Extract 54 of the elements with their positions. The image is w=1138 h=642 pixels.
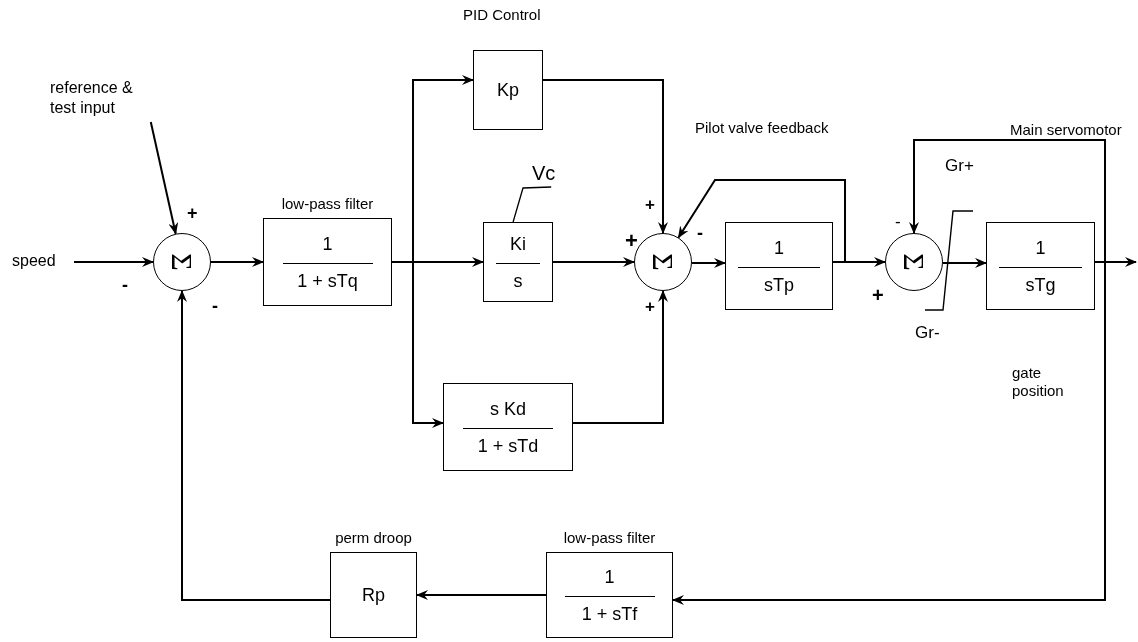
signal-arrow xyxy=(210,257,264,267)
denominator: sTg xyxy=(1025,273,1056,296)
block-term: Kp xyxy=(497,79,519,101)
signal-arrow xyxy=(416,590,547,600)
annotation-label: - xyxy=(697,224,703,242)
annotation-label: + xyxy=(872,286,884,304)
annotation-label: - xyxy=(122,276,128,294)
signal-label: reference & test input xyxy=(50,78,162,118)
signal-arrow xyxy=(672,261,1106,605)
denominator: 1 + sTf xyxy=(581,602,638,625)
numerator: s Kd xyxy=(490,397,526,420)
signal-arrow xyxy=(942,257,987,268)
block-heading: perm droop xyxy=(335,528,412,548)
block-term: Rp xyxy=(362,584,385,606)
signal-arrow xyxy=(149,121,179,235)
signal-arrow xyxy=(542,79,668,234)
numerator: 1 xyxy=(1035,236,1046,259)
signal-label: speed xyxy=(12,251,74,271)
annotation-label: PID Control xyxy=(463,6,541,24)
denominator: 1 + sTq xyxy=(297,269,358,292)
annotation-label: Gr- xyxy=(915,324,940,342)
signal-arrow xyxy=(552,257,635,267)
sigma-symbol: Σ xyxy=(899,253,929,271)
denominator: s xyxy=(513,269,523,292)
annotation-label: Gr+ xyxy=(945,157,974,175)
leader-line xyxy=(512,186,552,223)
signal-arrow xyxy=(832,257,886,267)
numerator: 1 xyxy=(322,232,333,255)
signal-arrow xyxy=(677,179,846,263)
signal-arrow xyxy=(73,257,154,267)
annotation-label: + xyxy=(625,232,638,250)
numerator: 1 xyxy=(604,565,615,588)
sigma-symbol: Σ xyxy=(648,253,678,271)
annotation-label: + xyxy=(187,204,198,222)
signal-arrow xyxy=(572,290,668,424)
annotation-label: - xyxy=(212,297,218,315)
annotation-label: + xyxy=(645,196,655,214)
annotation-label: Main servomotor xyxy=(1010,121,1122,139)
signal-arrow xyxy=(909,139,1106,263)
signal-arrow xyxy=(691,258,726,268)
denominator: 1 + sTd xyxy=(477,434,539,457)
numerator: Ki xyxy=(510,232,526,255)
sigma-symbol: Σ xyxy=(167,253,197,271)
annotation-label: gate position xyxy=(1012,364,1065,400)
block-heading: low-pass filter xyxy=(563,528,656,548)
block-heading: low-pass filter xyxy=(281,194,374,214)
annotation-label: + xyxy=(645,298,655,316)
signal-label: Vc xyxy=(532,163,564,183)
denominator: sTp xyxy=(764,273,794,296)
annotation-label: Pilot valve feedback xyxy=(695,119,829,137)
signal-arrow xyxy=(391,261,444,428)
signal-arrow xyxy=(177,290,331,601)
annotation-label: - xyxy=(895,213,901,231)
numerator: 1 xyxy=(774,236,784,259)
